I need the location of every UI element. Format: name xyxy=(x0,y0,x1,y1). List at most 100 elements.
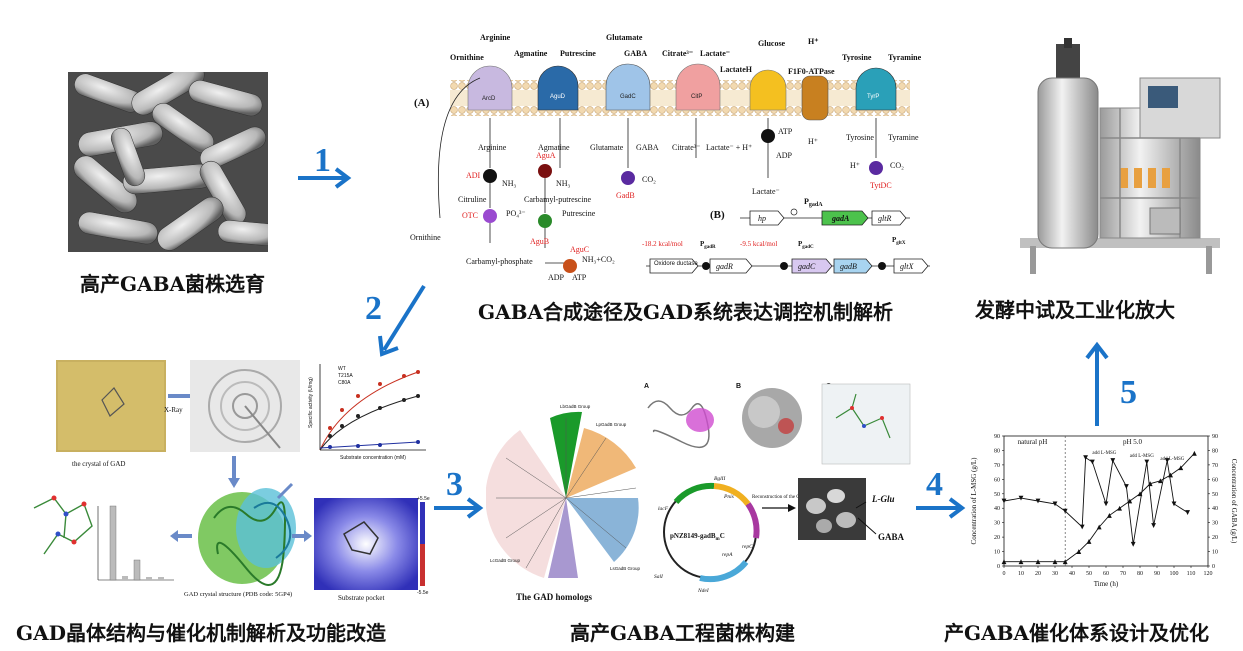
reconstruction-label: Reconstruction of the GAD system xyxy=(752,495,822,500)
label-tyrosine-in: Tyrosine xyxy=(846,133,874,142)
energy-gadc: -9.5 kcal/mol xyxy=(740,240,777,248)
x-tick-label: 40 xyxy=(1069,571,1075,577)
series-1-point xyxy=(1018,559,1024,565)
y-tick-label: 90 xyxy=(994,434,1000,440)
tree-group-lc: LcGadB Group xyxy=(490,558,521,563)
series-1-point xyxy=(1117,505,1122,511)
y2-tick-label: 30 xyxy=(1212,521,1218,527)
step-2-number: 2 xyxy=(365,290,382,327)
crystal-label: the crystal of GAD xyxy=(72,460,125,468)
step-4-number: 4 xyxy=(926,466,943,503)
kinetics-ylabel: Specific activity (U/mg) xyxy=(308,377,314,428)
label-co2-tyr: CO₂ xyxy=(890,161,904,170)
label-agmatine-in: Agmatine xyxy=(538,143,570,152)
label-lactate-out: Lactate⁻ xyxy=(752,187,780,196)
x-tick-label: 70 xyxy=(1120,571,1126,577)
series-0-point xyxy=(1079,524,1085,530)
label-lactate-h-in: Lactate⁻ + H⁺ xyxy=(706,143,752,152)
series-0-point xyxy=(1103,501,1109,507)
transporter-citp: CitP xyxy=(691,94,702,100)
label-putrescine-in: Putrescine xyxy=(562,209,596,218)
series-1-line xyxy=(1004,453,1195,563)
label-hplus-in: H⁺ xyxy=(808,137,818,146)
membrane-schematic: ArcD AguD GadC CitP TyrP ADI xyxy=(410,33,930,282)
series-0-point xyxy=(1062,508,1068,514)
y2-tick-label: 60 xyxy=(1212,477,1218,483)
series-0-point xyxy=(1035,498,1041,504)
arrow-down-left-icon xyxy=(378,284,426,357)
label-hplus-tyr: H⁺ xyxy=(850,161,860,170)
x-tick-label: 120 xyxy=(1204,571,1213,577)
xray-label: X-Ray xyxy=(164,406,183,414)
series-0-point xyxy=(1164,458,1170,463)
x-tick-label: 10 xyxy=(1018,571,1024,577)
caption-scale-up: 发酵中试及工业化放大 xyxy=(975,298,1175,322)
series-1-point xyxy=(1001,559,1007,565)
label-nh3-agua: NH₃ xyxy=(556,179,571,188)
label-atp-aguc: ATP xyxy=(572,273,587,282)
annotation-add-lmsg: add L-MSG xyxy=(1130,454,1154,459)
tree-title: The GAD homologs xyxy=(516,592,593,602)
panel-b-protein: B xyxy=(736,383,741,390)
caption-crystal-structure: GAD晶体结构与催化机制解析及功能改造 xyxy=(16,621,386,645)
series-0-point xyxy=(1144,459,1150,465)
series-1-point xyxy=(1178,465,1184,471)
y2-tick-label: 70 xyxy=(1212,463,1218,469)
annotation-add-lmsg: add L-MSG xyxy=(1160,457,1184,462)
series-1-point xyxy=(1052,559,1058,565)
y-tick-label: 60 xyxy=(994,477,1000,483)
gene-gltx: gltX xyxy=(900,262,914,271)
gene-gada: gadA xyxy=(831,214,850,223)
series-1-point xyxy=(1062,559,1068,565)
y-tick-label: 80 xyxy=(994,448,1000,454)
series-1-point xyxy=(1086,539,1092,544)
plasmid-ndei: NdeI xyxy=(697,588,710,594)
y-tick-label: 70 xyxy=(994,463,1000,469)
enzyme-otc: OTC xyxy=(462,211,478,220)
product-label: GABA xyxy=(878,532,905,542)
label-adp-aguc: ADP xyxy=(548,273,565,282)
enzyme-aguc: AguC xyxy=(570,245,589,254)
label-atpase-top: F1F0-ATPase xyxy=(788,67,835,76)
structure-label: GAD crystal structure (PDB code: 5GP4) xyxy=(184,591,292,598)
enzyme-tytdc: TytDC xyxy=(870,181,892,190)
y-tick-label: 0 xyxy=(997,564,1000,570)
arrow-right-icon xyxy=(916,497,966,519)
energy-gadr: -18.2 kcal/mol xyxy=(642,240,683,248)
label-nh3-adi: NH₃ xyxy=(502,179,517,188)
label-citruline: Citruline xyxy=(458,195,487,204)
series-1-point xyxy=(1147,481,1153,487)
gaba-pathway-diagram: ArcD AguD GadC CitP TyrP ADI xyxy=(410,18,950,288)
series-0-point xyxy=(1110,458,1116,463)
y2-tick-label: 10 xyxy=(1212,550,1218,556)
pocket-scale-top: +5.5e xyxy=(417,496,430,502)
label-arginine-in: Arginine xyxy=(478,143,507,152)
label-ornithine-in: Ornithine xyxy=(410,233,441,242)
y2-tick-label: 40 xyxy=(1212,506,1218,512)
enzyme-agub: AguB xyxy=(530,237,549,246)
y-tick-label: 30 xyxy=(994,521,1000,527)
y2-tick-label: 20 xyxy=(1212,535,1218,541)
y2-tick-label: 90 xyxy=(1212,434,1218,440)
series-1-point xyxy=(1192,450,1197,456)
label-lactateh-top: LactateH xyxy=(720,65,753,74)
enzyme-agua: AguA xyxy=(536,151,556,160)
kinetics-xlabel: Substrate concentration (mM) xyxy=(340,455,406,461)
enzyme-adi: ADI xyxy=(466,171,481,180)
promoter-gadc: PgadC xyxy=(798,240,814,250)
series-0-point xyxy=(1171,501,1177,507)
transporter-tyrp: TyrP xyxy=(867,94,879,100)
series-1-point xyxy=(1076,549,1082,554)
y2-tick-label: 50 xyxy=(1212,492,1218,498)
panel-a-protein: A xyxy=(644,383,649,390)
y-tick-label: 10 xyxy=(994,550,1000,556)
phase-label-ph5: pH 5.0 xyxy=(1123,438,1143,446)
label-nh3-co2: NH₃+CO₂ xyxy=(582,255,615,264)
tree-group-lp: LpGadB Group xyxy=(596,422,627,427)
series-1-point xyxy=(1035,559,1041,565)
tree-group-lb: LbGadB Group xyxy=(560,404,591,409)
y-tick-label: 50 xyxy=(994,492,1000,498)
plasmid-repa: repA xyxy=(722,552,733,558)
enzyme-gadb: GadB xyxy=(616,191,635,200)
caption-catalysis-system: 产GABA催化体系设计及优化 xyxy=(944,621,1210,645)
